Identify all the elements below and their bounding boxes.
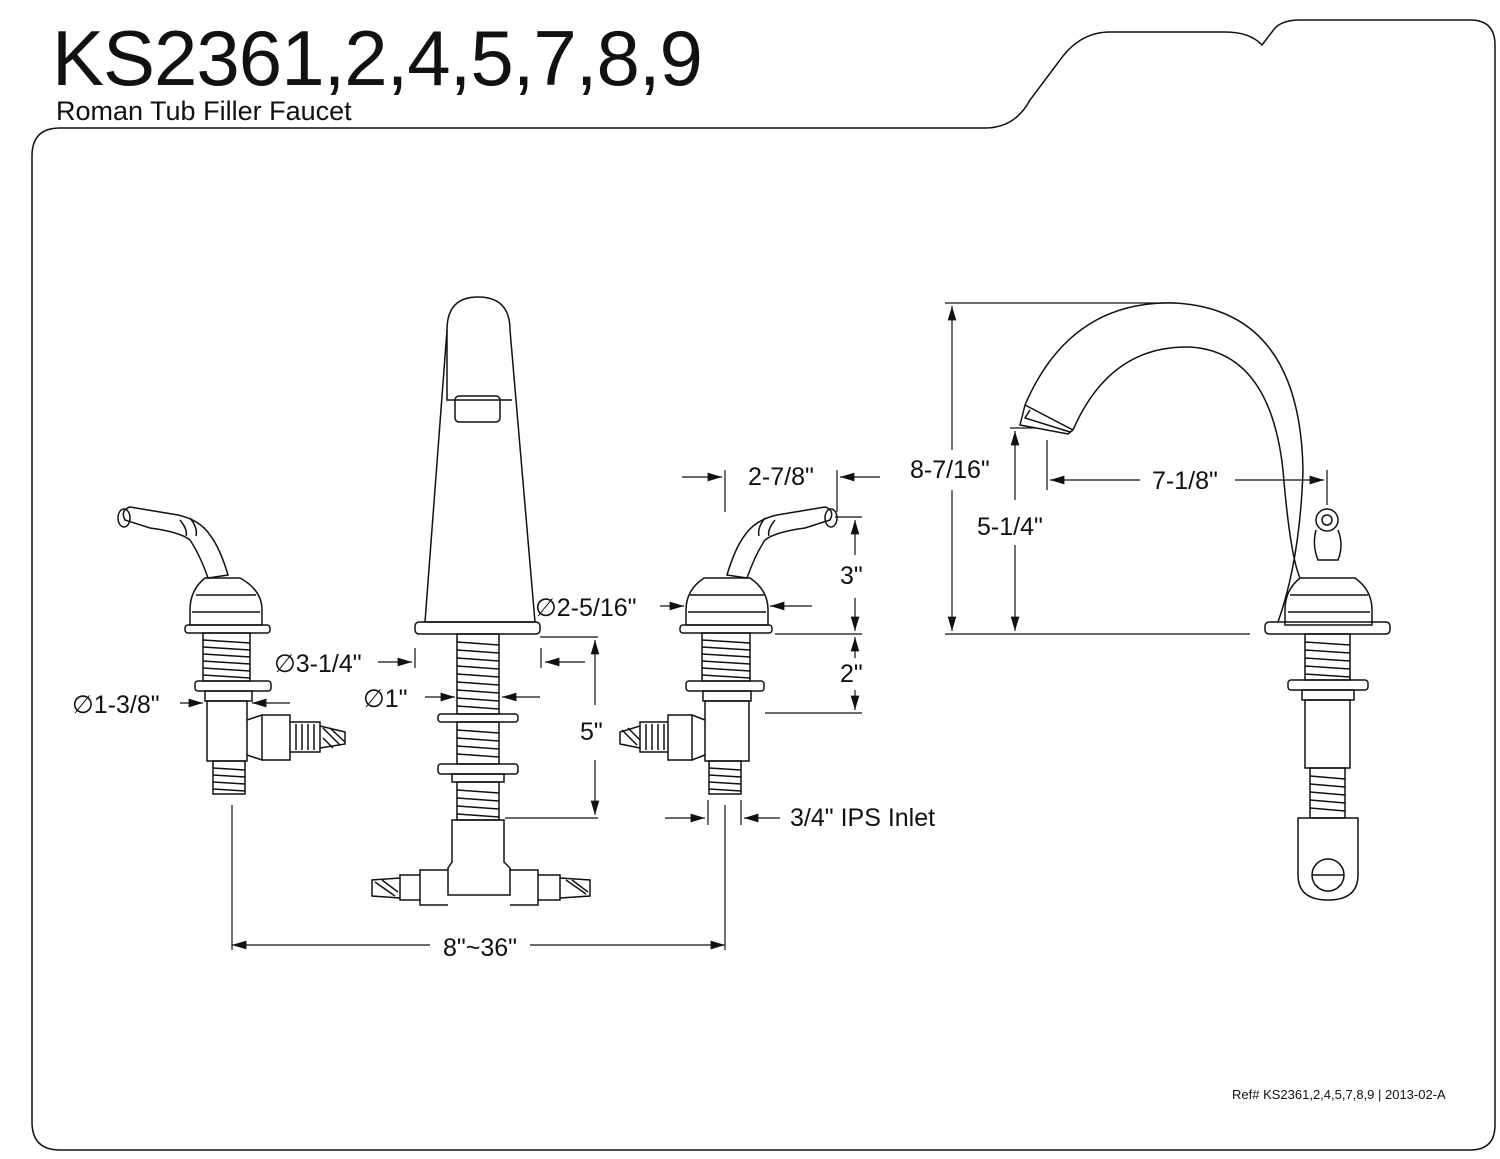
dim-spout-base-dia: ∅3-1/4" <box>274 650 362 678</box>
dim-handle-height: 3" <box>840 562 863 590</box>
dim-handle-escutcheon-dia: ∅2-5/16" <box>535 594 637 622</box>
spout-side-view <box>1019 302 1391 901</box>
dimension-lines <box>180 302 1328 950</box>
dim-valve-height: 2" <box>840 660 863 688</box>
dim-shank-length: 5" <box>580 718 603 746</box>
dim-inlet: 3/4" IPS Inlet <box>790 804 936 832</box>
dim-spout-height: 8-7/16" <box>910 456 990 484</box>
product-subtitle: Roman Tub Filler Faucet <box>56 96 352 126</box>
dim-spout-reach: 7-1/8" <box>1152 467 1218 495</box>
dim-spout-outlet-height: 5-1/4" <box>977 513 1043 541</box>
diameter-symbol: ∅ <box>274 650 296 678</box>
right-handle-valve <box>619 506 838 795</box>
diameter-symbol: ∅ <box>363 685 385 713</box>
dim-spout-shank-dia: ∅1" <box>363 685 408 713</box>
left-handle-valve <box>117 506 346 795</box>
diameter-symbol: ∅ <box>535 594 557 622</box>
page-frame <box>31 19 1496 1151</box>
dim-handle-shank-dia: ∅1-3/8" <box>72 691 160 719</box>
diameter-symbol: ∅ <box>72 691 94 719</box>
model-title: KS2361,2,4,5,7,8,9 <box>52 14 703 102</box>
dim-spread: 8"~36" <box>443 934 518 962</box>
dim-handle-reach: 2-7/8" <box>748 463 814 491</box>
reference-number: Ref# KS2361,2,4,5,7,8,9 | 2013-02-A <box>1232 1087 1446 1102</box>
spout-front-view <box>371 296 591 906</box>
